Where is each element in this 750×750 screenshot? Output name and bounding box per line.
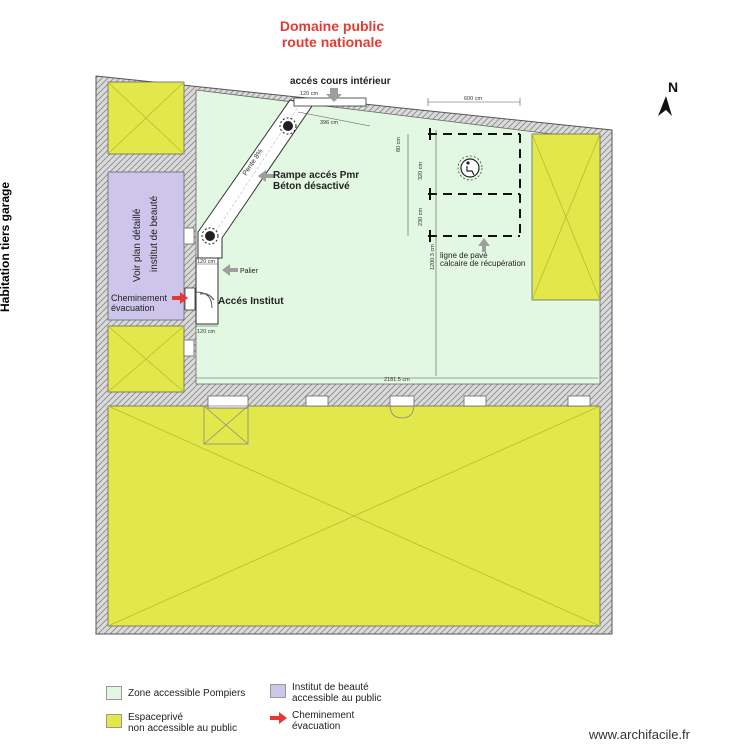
page-title: Domaine public route nationale [262,18,402,50]
legend-swatch-pompiers [106,686,122,700]
private-zone-bottom [107,405,601,627]
legend-label: Cheminement [292,710,355,721]
arrow-up-pave [478,238,490,252]
dimension-lines [196,98,598,379]
acces-cours-label: accés cours intérieur [290,76,391,87]
legend-item-pompiers: Zone accessible Pompiers [128,688,245,699]
dim-2181: 2181.5 cm [384,377,410,383]
private-zone-right [531,133,601,301]
legend-label: non accessible au public [128,723,237,734]
dim-120-top: 120 cm [300,91,318,97]
ligne-pave-line1: ligne de pavé [440,251,488,260]
voir-plan-line1: Voir plan détaillé [132,208,143,282]
dim-600: 600 cm [464,96,482,102]
legend-swatch-prive [106,714,122,728]
palier [195,257,219,325]
legend-label: évacuation [292,721,341,732]
rampe-label-line2: Béton désactivé [273,181,350,192]
dim-320: 320 cm [418,162,424,180]
dim-120-palier: 120 cm [197,259,215,265]
rampe-label-line1: Rampe accés Pmr [273,170,359,181]
wheelchair-icon-parking [457,155,483,181]
acces-institut-label: Accés Institut [218,296,284,307]
arrow-left-rampe [258,170,274,182]
dim-396: 396 cm [320,120,338,126]
palier-door-arc [195,291,213,309]
dim-1200: 1200.3 cm [430,244,436,270]
ligne-pave-line2: calcaire de récupération [440,259,525,268]
arrow-left-palier [222,264,238,276]
arrow-down-entrance [326,88,342,102]
door-bottom [389,403,415,419]
wall-openings [183,227,591,409]
title-line-2: route nationale [281,34,383,50]
title-line-1: Domaine public [279,18,385,34]
legend-item-prive: Espaceprivé non accessible au public [128,712,237,734]
legend-item-institut: Institut de beauté accessible au public [292,682,382,704]
cheminement-label-line2: évacuation [111,303,155,313]
entrance-top [293,97,367,107]
voir-plan-line2: institut de beauté [149,195,160,272]
legend-label: Espaceprivé [128,712,184,723]
cheminement-label-line1: Cheminement [111,293,168,303]
dim-80: 80 cm [396,137,402,152]
grey-arrows [222,88,490,276]
evacuation-arrow-icon [172,292,188,304]
pmr-parking [428,128,521,242]
legend-item-evacuation: Cheminement évacuation [292,710,354,732]
wheelchair-icon-ramp-top [279,117,297,135]
palier-label: Palier [240,268,259,275]
legend-label: Zone accessible Pompiers [128,688,246,699]
private-zone-top-left [107,81,185,155]
dim-230: 230 cm [418,208,424,226]
window-frame-bottom-left [203,405,249,445]
legend-label: accessible au public [292,693,382,704]
legend-label: Institut de beauté [292,682,369,693]
legend-evacuation-arrow-icon [270,712,287,724]
dim-120-bottom: 120 cm [197,329,215,335]
north-arrow-icon [658,96,672,116]
institut-zone [107,171,185,321]
arrow-curve-institut [199,292,215,301]
private-zone-mid-left [107,325,185,393]
footer-watermark: www.archifacile.fr [588,727,690,742]
north-label: N [668,79,678,95]
wheelchair-icon-ramp-bottom [201,227,219,245]
legend-swatch-institut [270,684,286,698]
